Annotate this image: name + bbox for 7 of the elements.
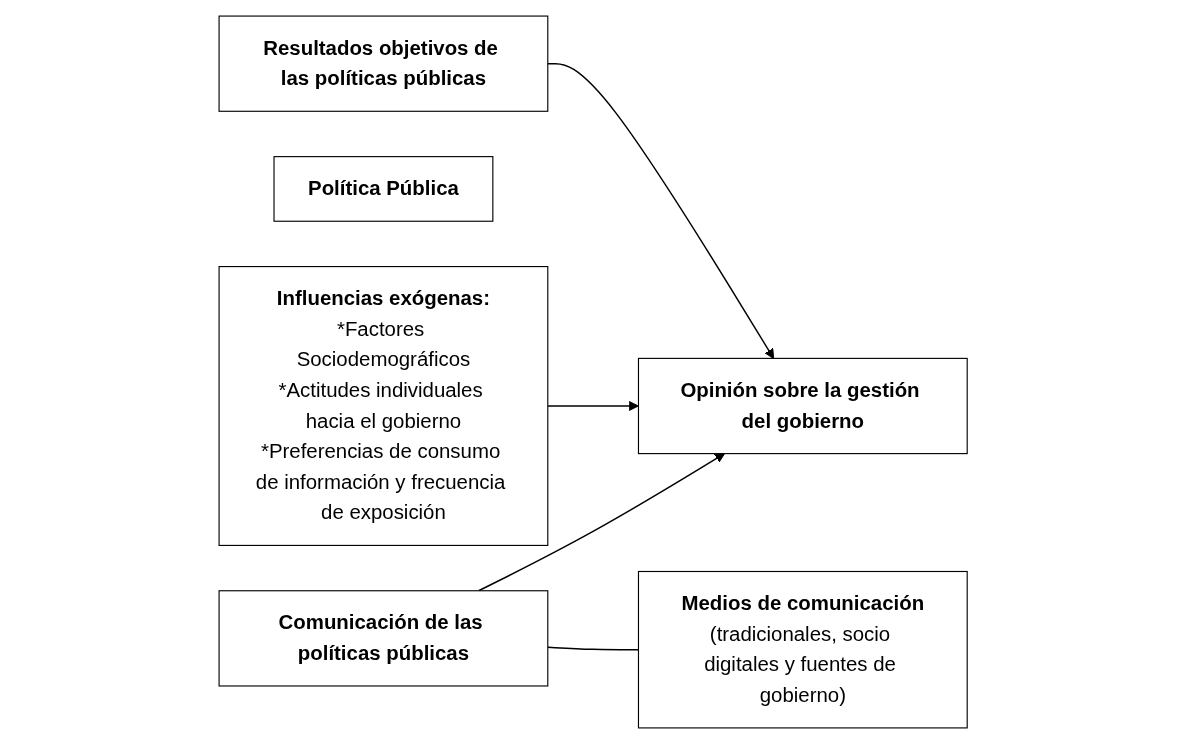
node-box: Comunicación de las políticas públicas	[218, 590, 549, 687]
node-box: Medios de comunicación (tradicionales, socio digitales y fuentes de gobierno)	[637, 570, 968, 729]
node-box: Resultados objetivos de las políticas públicas	[218, 15, 549, 112]
node-box: Influencias exógenas: *Factores Sociodemográficos *Actitudes individuales hacia el gobierno *Preferencias de consumo de información y frecuencia de exposición	[218, 266, 549, 546]
node-box: Política Pública	[273, 156, 494, 222]
node-box: Opinión sobre la gestión del gobierno	[637, 357, 968, 455]
arrow	[477, 453, 725, 592]
